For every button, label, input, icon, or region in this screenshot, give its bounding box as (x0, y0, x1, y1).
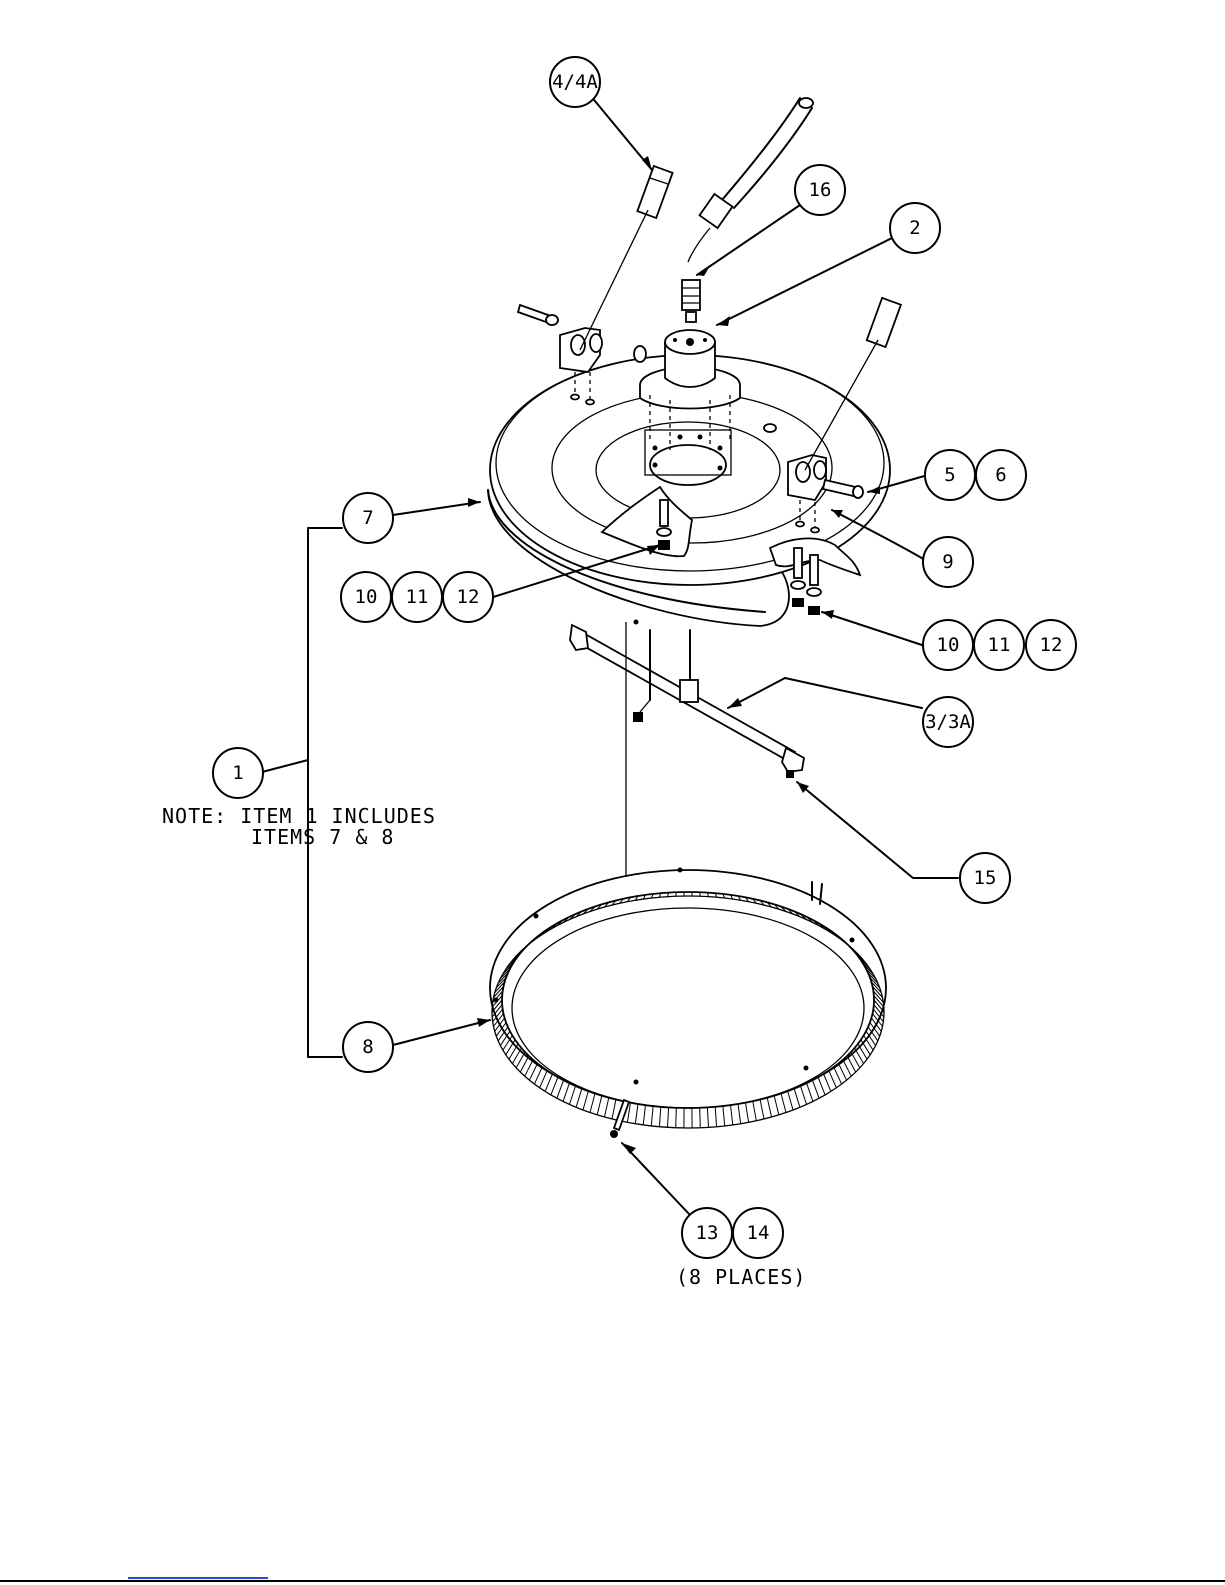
callout-12-left: 12 (443, 572, 493, 622)
ring-hatch-mark (824, 1074, 831, 1092)
ring-hatch-mark (723, 1106, 725, 1126)
ring-hatch-mark (767, 1098, 771, 1117)
ring-hatch-mark (839, 1064, 847, 1081)
svg-text:12: 12 (1040, 634, 1063, 656)
callout-8: 8 (343, 1022, 393, 1072)
ring-hatch-mark (545, 1074, 552, 1092)
ring-hatch-mark (529, 1064, 537, 1081)
callout-11-right: 11 (974, 620, 1024, 670)
callout-3-3a: 3/3A (923, 697, 973, 747)
svg-text:12: 12 (457, 586, 480, 608)
places-note: (8 PLACES) (676, 1265, 806, 1289)
footer-link-underline[interactable] (128, 1577, 268, 1579)
ring-hatch-mark (801, 1086, 807, 1104)
callout-10-right: 10 (923, 620, 973, 670)
ring-hatch-mark (635, 1104, 638, 1124)
callout-4-4a: 4/4A (550, 57, 600, 107)
svg-text:16: 16 (809, 179, 832, 201)
callout-1: 1 (213, 748, 263, 798)
ring-hatch-mark (829, 1071, 837, 1088)
svg-text:10: 10 (355, 586, 378, 608)
ring-hatch-mark (570, 1086, 576, 1104)
ring-hatch-mark (700, 892, 701, 896)
ring-hatch-mark (651, 1106, 653, 1126)
ring-hatch-mark (794, 1089, 800, 1108)
ring-hatch-mark (807, 1083, 813, 1101)
svg-text:1: 1 (232, 762, 243, 784)
svg-text:3/3A: 3/3A (925, 711, 971, 733)
svg-text:2: 2 (909, 217, 920, 239)
ring-hatch-mark (540, 1071, 548, 1088)
svg-text:5: 5 (944, 464, 955, 486)
hose-fitting (682, 280, 700, 322)
svg-text:9: 9 (942, 551, 953, 573)
note-line-2: ITEMS 7 & 8 (251, 825, 394, 849)
ring-hatch-mark (861, 1040, 870, 1055)
svg-text:4/4A: 4/4A (552, 71, 598, 93)
svg-text:15: 15 (974, 867, 997, 889)
callout-6: 6 (976, 450, 1026, 500)
ring-hatch-mark (715, 1107, 716, 1127)
callout-15: 15 (960, 853, 1010, 903)
callout-9: 9 (923, 537, 973, 587)
ring-hatch-mark (813, 1080, 820, 1098)
callout-14: 14 (733, 1208, 783, 1258)
ring-hatch-mark (659, 1107, 660, 1127)
ring-hatch-mark (676, 892, 677, 896)
ring-hatch-mark (557, 1080, 564, 1098)
page-bottom-rule (0, 1580, 1225, 1582)
svg-text:6: 6 (995, 464, 1006, 486)
ring-hatch-mark (563, 1083, 569, 1101)
callout-16: 16 (795, 165, 845, 215)
callout-2: 2 (890, 203, 940, 253)
svg-text:10: 10 (937, 634, 960, 656)
ring-hatch-mark (576, 1089, 582, 1108)
ring-hatch-mark (668, 1107, 669, 1127)
ring-hatch-mark (781, 1094, 786, 1113)
callout-7: 7 (343, 493, 393, 543)
ring-hatch-mark (700, 1108, 701, 1128)
callout-12-right: 12 (1026, 620, 1076, 670)
callout-13: 13 (682, 1208, 732, 1258)
ring-hatch-mark (731, 1105, 733, 1125)
ring-hatch-mark (707, 1107, 708, 1127)
ring-hatch-mark (760, 1100, 764, 1119)
svg-text:8: 8 (362, 1036, 373, 1058)
ring-hatch-mark (597, 1096, 602, 1115)
ring-hatch-mark (551, 1077, 558, 1095)
ring-hatch-mark (676, 1108, 677, 1128)
ring-hatch-mark (788, 1091, 793, 1110)
ring-hatch-mark (643, 1105, 645, 1125)
ring-hatch-mark (753, 1101, 757, 1121)
svg-text:7: 7 (362, 507, 373, 529)
callout-11-left: 11 (392, 572, 442, 622)
callout-5: 5 (925, 450, 975, 500)
ring-hatch-mark (746, 1103, 749, 1123)
ring-hatch-mark (818, 1077, 825, 1095)
svg-text:11: 11 (406, 586, 429, 608)
hose (688, 98, 813, 262)
callout-10-left: 10 (341, 572, 391, 622)
ring-hatch-mark (612, 1100, 616, 1119)
ring-hatch-mark (590, 1094, 595, 1113)
svg-text:14: 14 (747, 1222, 770, 1244)
ring-hatch-mark (534, 1067, 542, 1084)
ring-band (490, 868, 886, 1139)
ring-hatch-mark (506, 1040, 515, 1055)
svg-text:11: 11 (988, 634, 1011, 656)
ring-hatch-mark (583, 1091, 588, 1110)
ring-hatch-mark (774, 1096, 779, 1115)
svg-text:13: 13 (696, 1222, 719, 1244)
ring-hatch-mark (834, 1067, 842, 1084)
ring-hatch-mark (605, 1098, 609, 1117)
ring-hatch-mark (738, 1104, 741, 1124)
